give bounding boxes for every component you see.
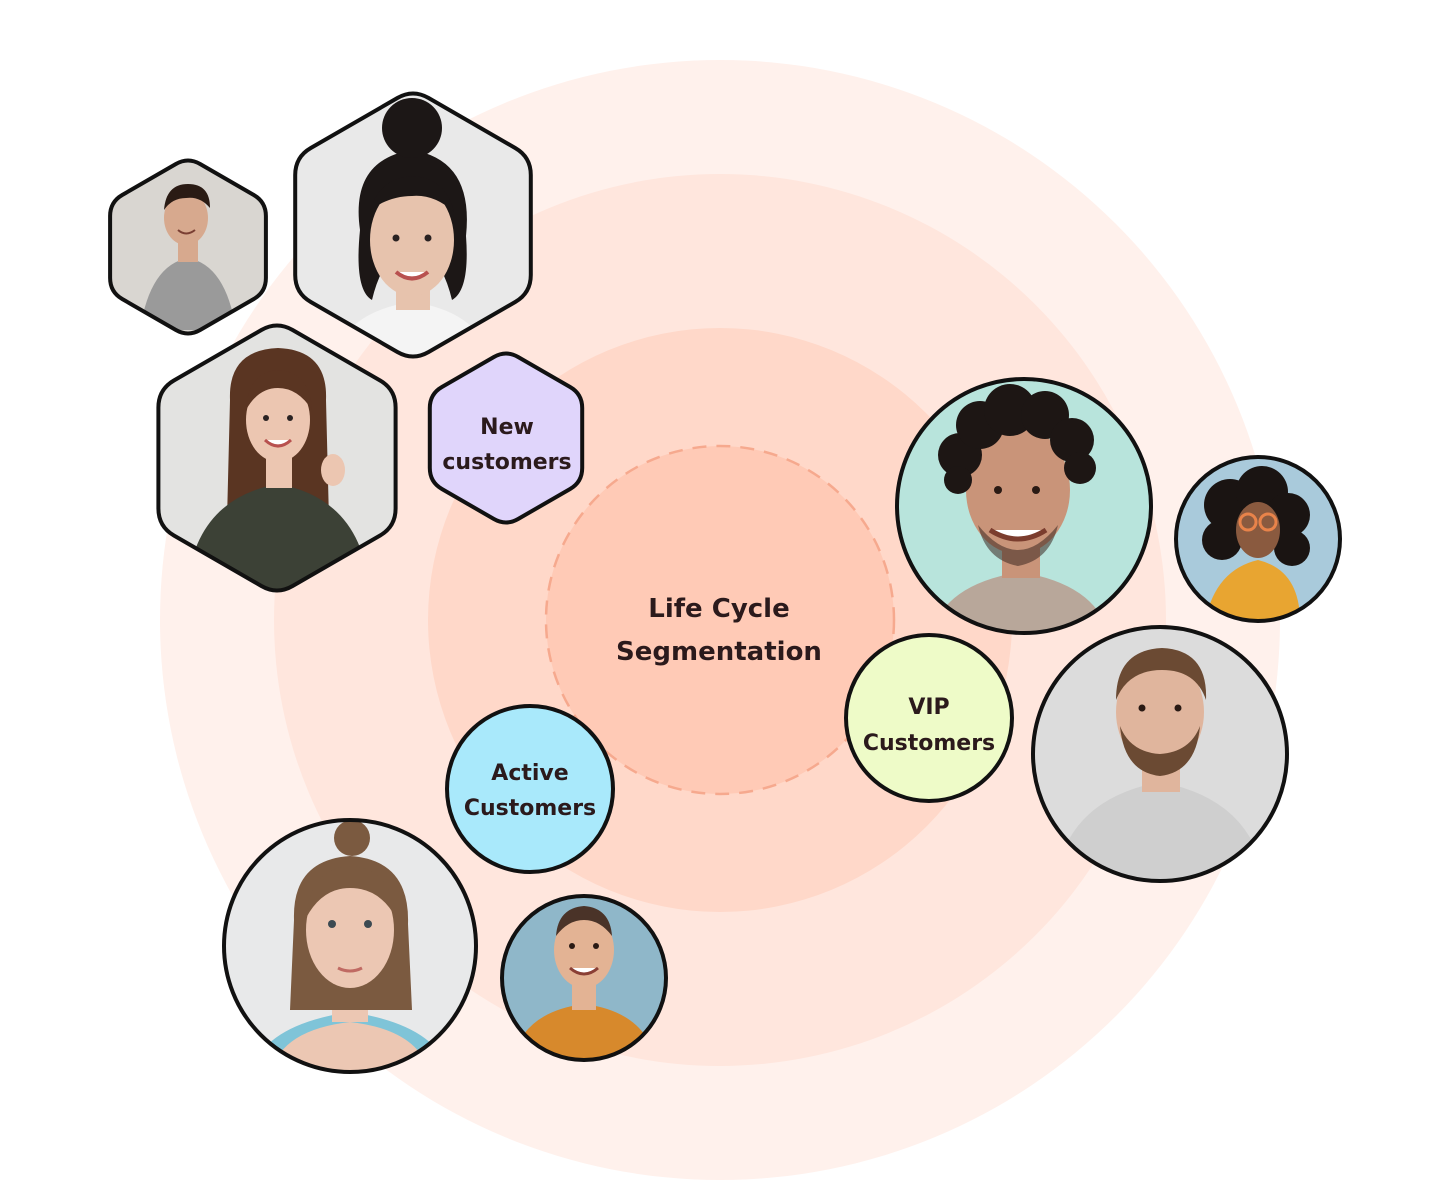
avatar-active-woman <box>222 818 478 1074</box>
segment-active-label-line2: Customers <box>464 796 596 821</box>
avatar-active-man <box>500 894 668 1062</box>
segment-new-customers: New customers <box>427 351 585 525</box>
segment-new-label-line1: New <box>480 415 534 440</box>
avatar-vip-man-curly <box>895 377 1153 635</box>
segment-vip-label-line1: VIP <box>908 695 949 720</box>
segment-new-label-line2: customers <box>442 450 571 475</box>
segment-vip-label-line2: Customers <box>863 731 995 756</box>
segment-active-label-line1: Active <box>491 761 568 786</box>
center-title-line2: Segmentation <box>616 637 822 667</box>
avatar-vip-man-beard <box>1031 625 1289 883</box>
ring-core <box>546 446 894 794</box>
avatar-new-woman-long-hair <box>156 323 398 593</box>
avatar-new-man-small <box>108 158 268 336</box>
avatar-vip-woman-yellow <box>1174 455 1342 623</box>
ring-core-dashed-border <box>544 444 896 796</box>
segment-vip-customers: VIP Customers <box>844 633 1014 803</box>
center-title-line1: Life Cycle <box>648 594 789 624</box>
segment-active-customers: Active Customers <box>445 704 615 874</box>
